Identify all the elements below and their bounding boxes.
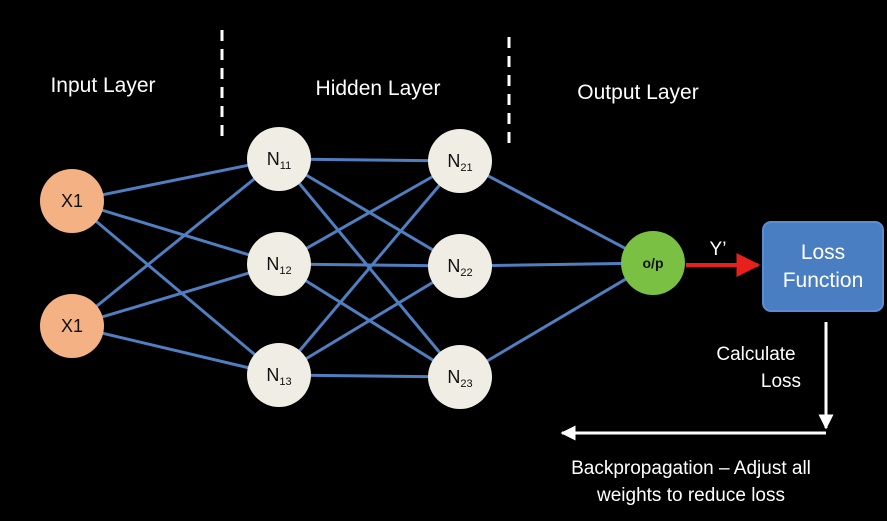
output-layer-label: Output Layer [577, 81, 698, 104]
hidden-node-n12-label: N [266, 254, 279, 274]
svg-text:N12: N12 [266, 254, 291, 277]
edge-h2-output-0-0 [459, 159, 654, 265]
hidden-node-n22-sub: 22 [460, 267, 472, 279]
hidden-node-n11: N11 [247, 127, 311, 191]
input-node-2: X1 [40, 294, 104, 358]
hidden-node-n22-label: N [447, 256, 460, 276]
edge-h2-output-1-0 [459, 261, 654, 268]
edge-h1-h2-2-0 [277, 160, 462, 376]
output-node: o/p [621, 231, 685, 295]
prediction-label: Y’ [710, 239, 727, 260]
output-node-label: o/p [643, 255, 664, 271]
input-layer-label: Input Layer [50, 74, 155, 97]
hidden-node-n12-sub: 12 [279, 265, 291, 277]
edge-input-h1-0-1 [71, 199, 280, 266]
svg-text:N22: N22 [447, 256, 472, 279]
svg-text:N13: N13 [266, 365, 291, 388]
svg-text:N21: N21 [447, 151, 472, 174]
connection-edges [71, 157, 654, 379]
input-node-2-label: X1 [61, 316, 83, 336]
input-node-1: X1 [40, 169, 104, 233]
hidden-node-n21: N21 [428, 129, 492, 193]
edge-input-h1-1-0 [71, 157, 280, 328]
loss-function-box: Loss Function [762, 221, 884, 312]
hidden-node-n11-label: N [267, 149, 280, 169]
hidden-node-n12: N12 [247, 232, 311, 296]
edge-input-h1-1-1 [71, 262, 280, 328]
edge-h2-output-2-0 [459, 261, 654, 379]
edge-input-h1-0-0 [71, 157, 280, 203]
input-node-1-label: X1 [61, 191, 83, 211]
hidden-node-n13-sub: 13 [279, 376, 291, 388]
loss-box-line2: Function [783, 269, 864, 292]
hidden-node-n23-label: N [447, 367, 460, 387]
hidden-node-n13-label: N [266, 365, 279, 385]
hidden-node-n22: N22 [428, 234, 492, 298]
hidden-node-n23: N23 [428, 345, 492, 409]
backprop-line1: Backpropagation – Adjust all [571, 458, 811, 479]
loss-box-line1: Loss [801, 241, 845, 264]
hidden-node-n21-sub: 21 [460, 162, 472, 174]
svg-text:N23: N23 [447, 367, 472, 390]
svg-text:N11: N11 [267, 149, 291, 172]
hidden-node-n13: N13 [247, 343, 311, 407]
hidden-node-n11-sub: 11 [280, 160, 291, 172]
edge-h1-h2-1-0 [278, 159, 461, 266]
edge-input-h1-1-2 [71, 324, 280, 377]
hidden-layer-label: Hidden Layer [316, 77, 441, 100]
edge-h1-h2-2-1 [278, 264, 461, 377]
calculate-loss-line1: Calculate [716, 344, 795, 365]
edge-input-h1-0-2 [71, 199, 280, 377]
backprop-line2: weights to reduce loss [596, 485, 785, 506]
calculate-loss-line2: Loss [761, 371, 801, 392]
hidden-node-n21-label: N [447, 151, 460, 171]
hidden-node-n23-sub: 23 [460, 378, 472, 390]
